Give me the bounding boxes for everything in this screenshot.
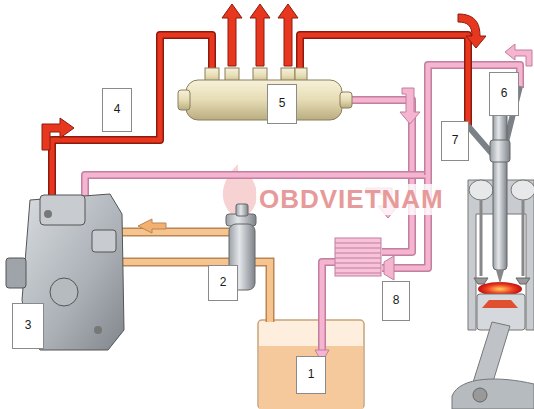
callout-box: 1 xyxy=(296,356,326,394)
fuel-tank xyxy=(258,320,364,409)
callout-box: 6 xyxy=(489,72,519,116)
watermark: OBDVIETNAM xyxy=(256,184,447,215)
cooler-fin xyxy=(335,243,381,244)
common-rail xyxy=(178,68,352,120)
pressure-arrows xyxy=(42,4,486,150)
cooler-fin xyxy=(335,263,381,264)
fuel-cooler xyxy=(335,238,381,276)
callout-number: 7 xyxy=(452,134,459,148)
cooler-fin xyxy=(335,268,381,269)
callout-number: 5 xyxy=(279,97,286,111)
cooler-fin xyxy=(335,253,381,254)
return-pipes xyxy=(85,65,520,352)
high-pressure-pump xyxy=(6,194,124,350)
callout-box: 3 xyxy=(12,303,44,349)
callout-box: 5 xyxy=(267,84,297,124)
callout-box: 2 xyxy=(208,265,238,301)
callout-number: 4 xyxy=(114,103,121,117)
callout-number: 2 xyxy=(220,276,227,290)
cooler-fin xyxy=(335,248,381,249)
flow-arrow xyxy=(138,219,166,233)
callout-box: 8 xyxy=(382,281,410,321)
callout-box: 7 xyxy=(441,121,469,161)
callout-box: 4 xyxy=(102,88,132,132)
callout-number: 8 xyxy=(393,294,400,308)
callout-number: 3 xyxy=(25,319,32,333)
cooler-fin xyxy=(335,258,381,259)
cooler-fin xyxy=(335,273,381,274)
callout-number: 6 xyxy=(501,87,508,101)
callout-number: 1 xyxy=(308,368,315,382)
